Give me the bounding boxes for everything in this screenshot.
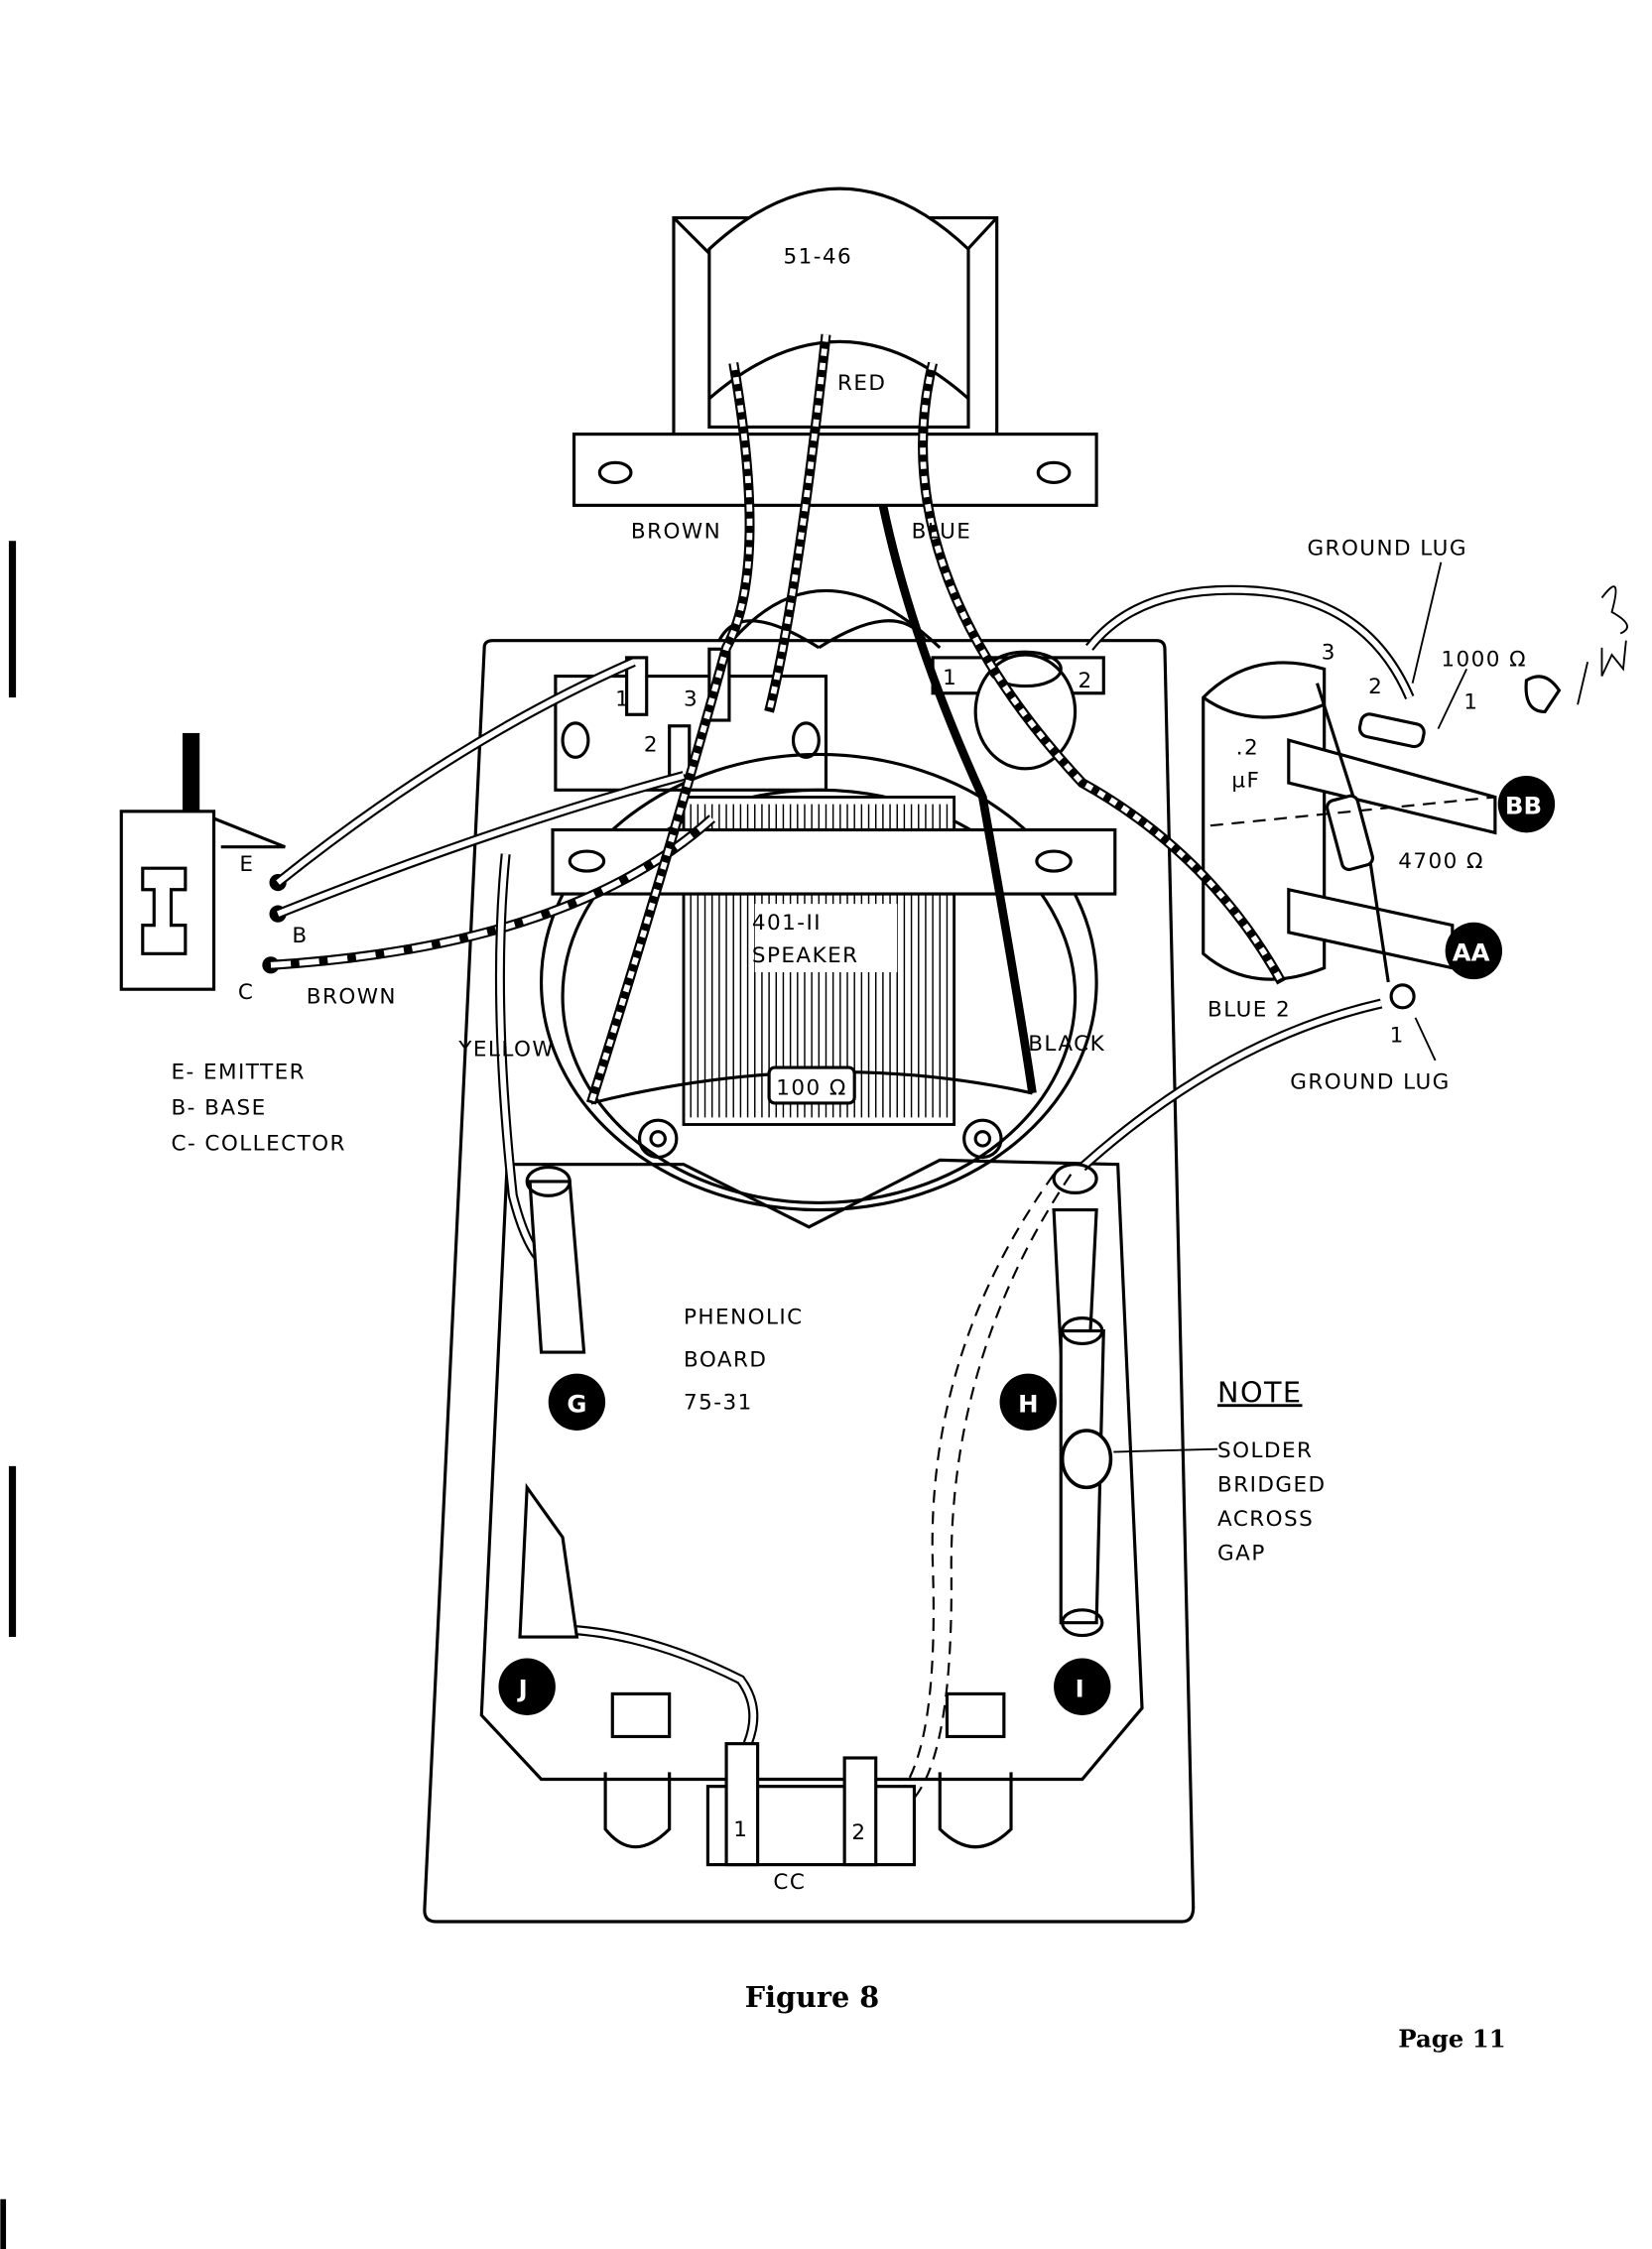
note-line-2: BRIDGED (1217, 1473, 1327, 1498)
terminal-strip-cc (705, 1742, 917, 1867)
scan-mark (0, 2198, 7, 2249)
wire-label-red: RED (837, 371, 886, 396)
resistor-100 (767, 1065, 856, 1105)
legend-collector: C- COLLECTOR (171, 1131, 345, 1156)
connection-point-bb-label: BB (1505, 792, 1542, 820)
connection-point-bb (1497, 775, 1556, 833)
handwritten-initials (1524, 585, 1628, 713)
strip-terminal-1: 1 (943, 666, 957, 690)
transistor-lead-b: B (292, 924, 308, 948)
connection-point-aa (1445, 922, 1503, 980)
cap-terminal-3: 3 (1322, 640, 1336, 665)
cc-terminal-2: 2 (851, 1820, 866, 1845)
legend-emitter: E- EMITTER (171, 1061, 306, 1085)
note-title: NOTE (1217, 1375, 1302, 1409)
phenolic-board (479, 1158, 1144, 1782)
aa-terminal-1: 1 (1390, 1023, 1405, 1048)
ground-lug-top-label: GROUND LUG (1307, 537, 1466, 562)
switch-terminal-3: 3 (684, 687, 699, 712)
ground-lug-aa (1389, 983, 1416, 1010)
connection-point-i-label: I (1076, 1674, 1084, 1702)
scan-mark (8, 541, 17, 698)
scan-mark (8, 1465, 17, 1638)
cap-terminal-1: 1 (1463, 690, 1478, 715)
wire-label-blue: BLUE (912, 519, 972, 544)
output-transformer (572, 187, 1098, 507)
wire-label-black: BLACK (1028, 1032, 1105, 1057)
clips (518, 1163, 1113, 1849)
capacitor-value: .2 (1236, 735, 1259, 760)
capacitor-unit: µF (1231, 768, 1260, 793)
cap-terminal-2: 2 (1368, 675, 1383, 699)
ground-lug-bottom-label: GROUND LUG (1290, 1070, 1451, 1095)
legend-base: B- BASE (171, 1095, 266, 1120)
cc-terminal-1: 1 (733, 1817, 748, 1842)
strip-terminal-2: 2 (1078, 669, 1092, 693)
connection-point-aa-label: AA (1453, 937, 1490, 966)
board-label-1: PHENOLIC (684, 1305, 804, 1329)
speaker-part-label: 401-II (752, 911, 822, 936)
wire-label-brown-collector: BROWN (307, 985, 397, 1010)
transistor (119, 732, 287, 991)
resistor-4700 (1326, 794, 1375, 872)
transistor-lead-c: C (238, 980, 254, 1005)
board-label-3: 75-31 (684, 1390, 753, 1415)
switch-terminal-1: 1 (615, 687, 630, 712)
resistor-1000 (1357, 712, 1426, 749)
connection-point-h (999, 1373, 1057, 1431)
board-label-2: BOARD (684, 1347, 767, 1372)
connection-point-h-label: H (1018, 1389, 1038, 1418)
wires (270, 333, 1415, 1812)
mounting-board (423, 639, 1196, 1924)
connection-point-g (548, 1373, 606, 1431)
resistor-4700-label: 4700 Ω (1398, 849, 1484, 874)
transistor-lead-e: E (239, 852, 254, 877)
figure-caption: Figure 8 (745, 1980, 880, 2014)
wire-label-blue2: BLUE 2 (1207, 997, 1291, 1022)
solder-bridge (1060, 1429, 1113, 1490)
page-number: Page 11 (1398, 2024, 1505, 2053)
connection-point-i (1054, 1658, 1111, 1715)
wire-label-yellow: YELLOW (457, 1038, 555, 1062)
connection-point-j (498, 1658, 556, 1715)
wire-label-brown: BROWN (631, 519, 721, 544)
heat-sink-screw (182, 732, 200, 812)
switch-terminal-2: 2 (644, 733, 659, 758)
resistor-100-label: 100 Ω (776, 1075, 847, 1100)
connection-point-j-label: J (517, 1674, 528, 1702)
speaker-label: SPEAKER (752, 943, 859, 968)
note-line-4: GAP (1217, 1542, 1266, 1566)
note-line-1: SOLDER (1217, 1438, 1313, 1463)
transformer-part-label: 51-46 (783, 244, 852, 269)
connection-point-g-label: G (567, 1389, 586, 1418)
resistor-1000-label: 1000 Ω (1441, 647, 1527, 672)
cc-label: CC (773, 1870, 806, 1895)
note-line-3: ACROSS (1217, 1507, 1314, 1532)
